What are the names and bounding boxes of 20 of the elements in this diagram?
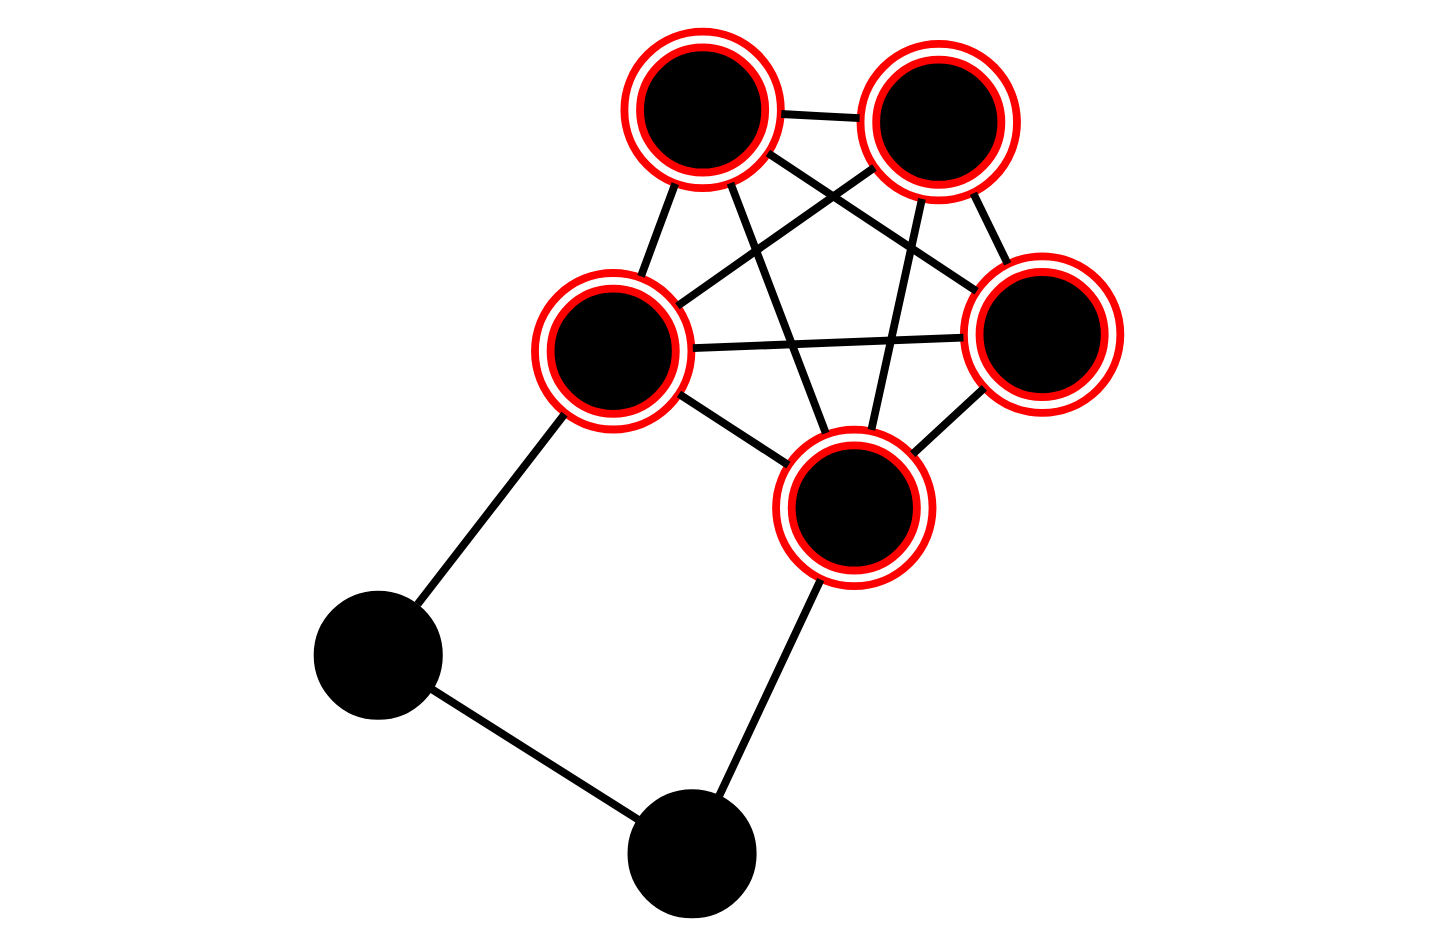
node-circle — [312, 590, 442, 720]
connector — [909, 385, 986, 457]
connector — [675, 390, 790, 469]
connector — [780, 110, 859, 122]
node-circle — [619, 27, 784, 193]
connector — [764, 149, 978, 295]
node-circle — [530, 269, 695, 434]
node-circle — [958, 252, 1124, 417]
connector — [725, 181, 829, 435]
connector — [866, 198, 925, 431]
node-circle — [771, 425, 936, 591]
connector — [968, 191, 1011, 266]
connector — [428, 685, 640, 824]
node-circle — [855, 40, 1020, 205]
connector — [674, 164, 876, 310]
connector — [636, 182, 678, 278]
connector — [691, 333, 963, 353]
connector — [413, 411, 567, 607]
connector — [714, 577, 824, 799]
node-circle — [626, 789, 756, 919]
